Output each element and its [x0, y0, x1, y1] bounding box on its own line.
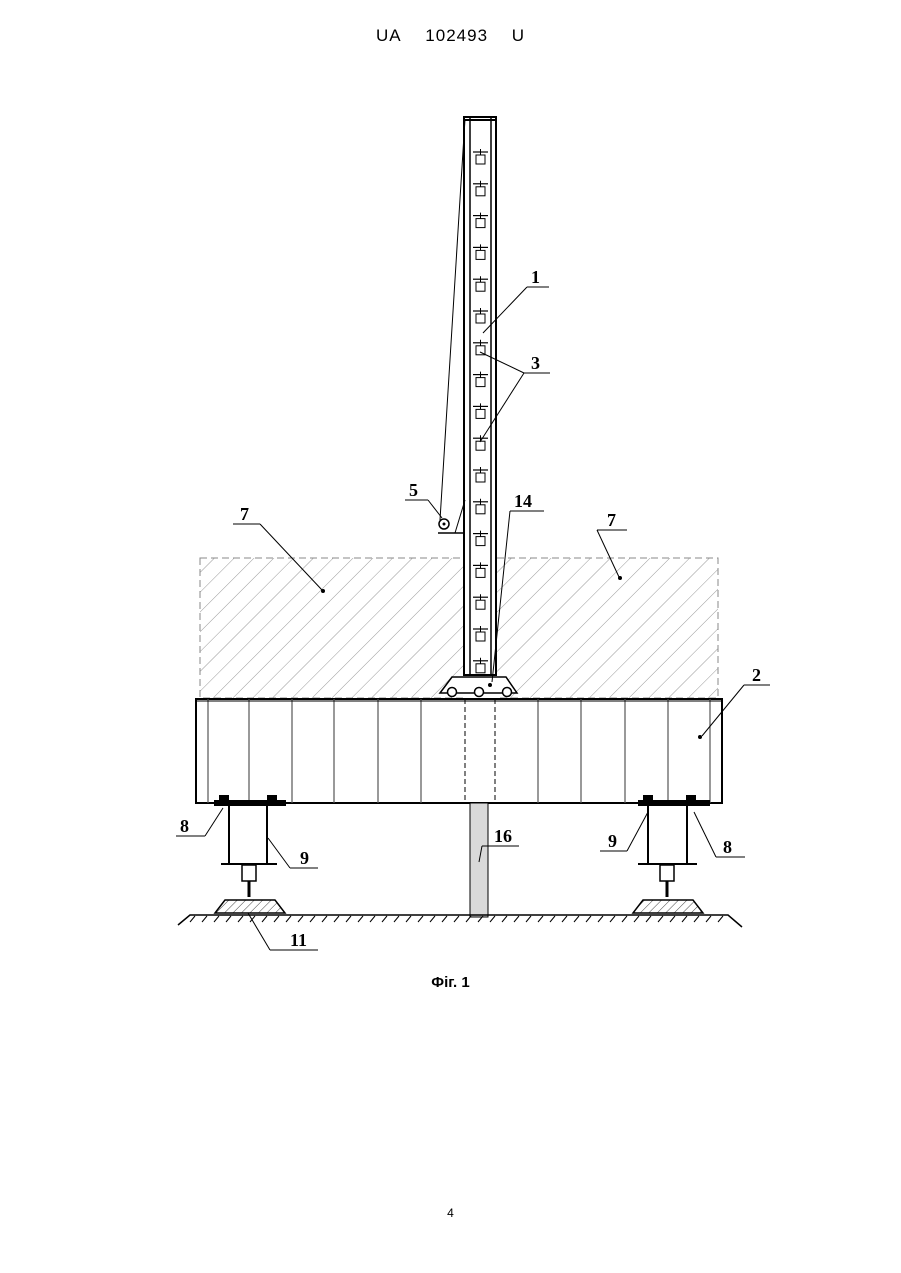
- callout-16: 16: [494, 826, 512, 846]
- callout-14: 14: [514, 491, 532, 511]
- callout-3: 3: [531, 353, 540, 373]
- callout-1: 1: [531, 267, 540, 287]
- callout-8-left: 8: [180, 816, 189, 836]
- right-support: [633, 795, 710, 913]
- callout-7-right: 7: [607, 510, 616, 530]
- left-support: [214, 795, 286, 913]
- callout-11: 11: [290, 930, 307, 950]
- carriage: [440, 677, 517, 697]
- callout-5: 5: [409, 480, 418, 500]
- callout-2: 2: [752, 665, 761, 685]
- callout-9-right: 9: [608, 831, 617, 851]
- page-number: 4: [0, 1206, 901, 1220]
- platform: [196, 699, 722, 803]
- callout-7-left: 7: [240, 504, 249, 524]
- callout-9-left: 9: [300, 848, 309, 868]
- ground: [178, 915, 742, 927]
- callout-8-right: 8: [723, 837, 732, 857]
- figure-caption: Фіг. 1: [0, 974, 901, 991]
